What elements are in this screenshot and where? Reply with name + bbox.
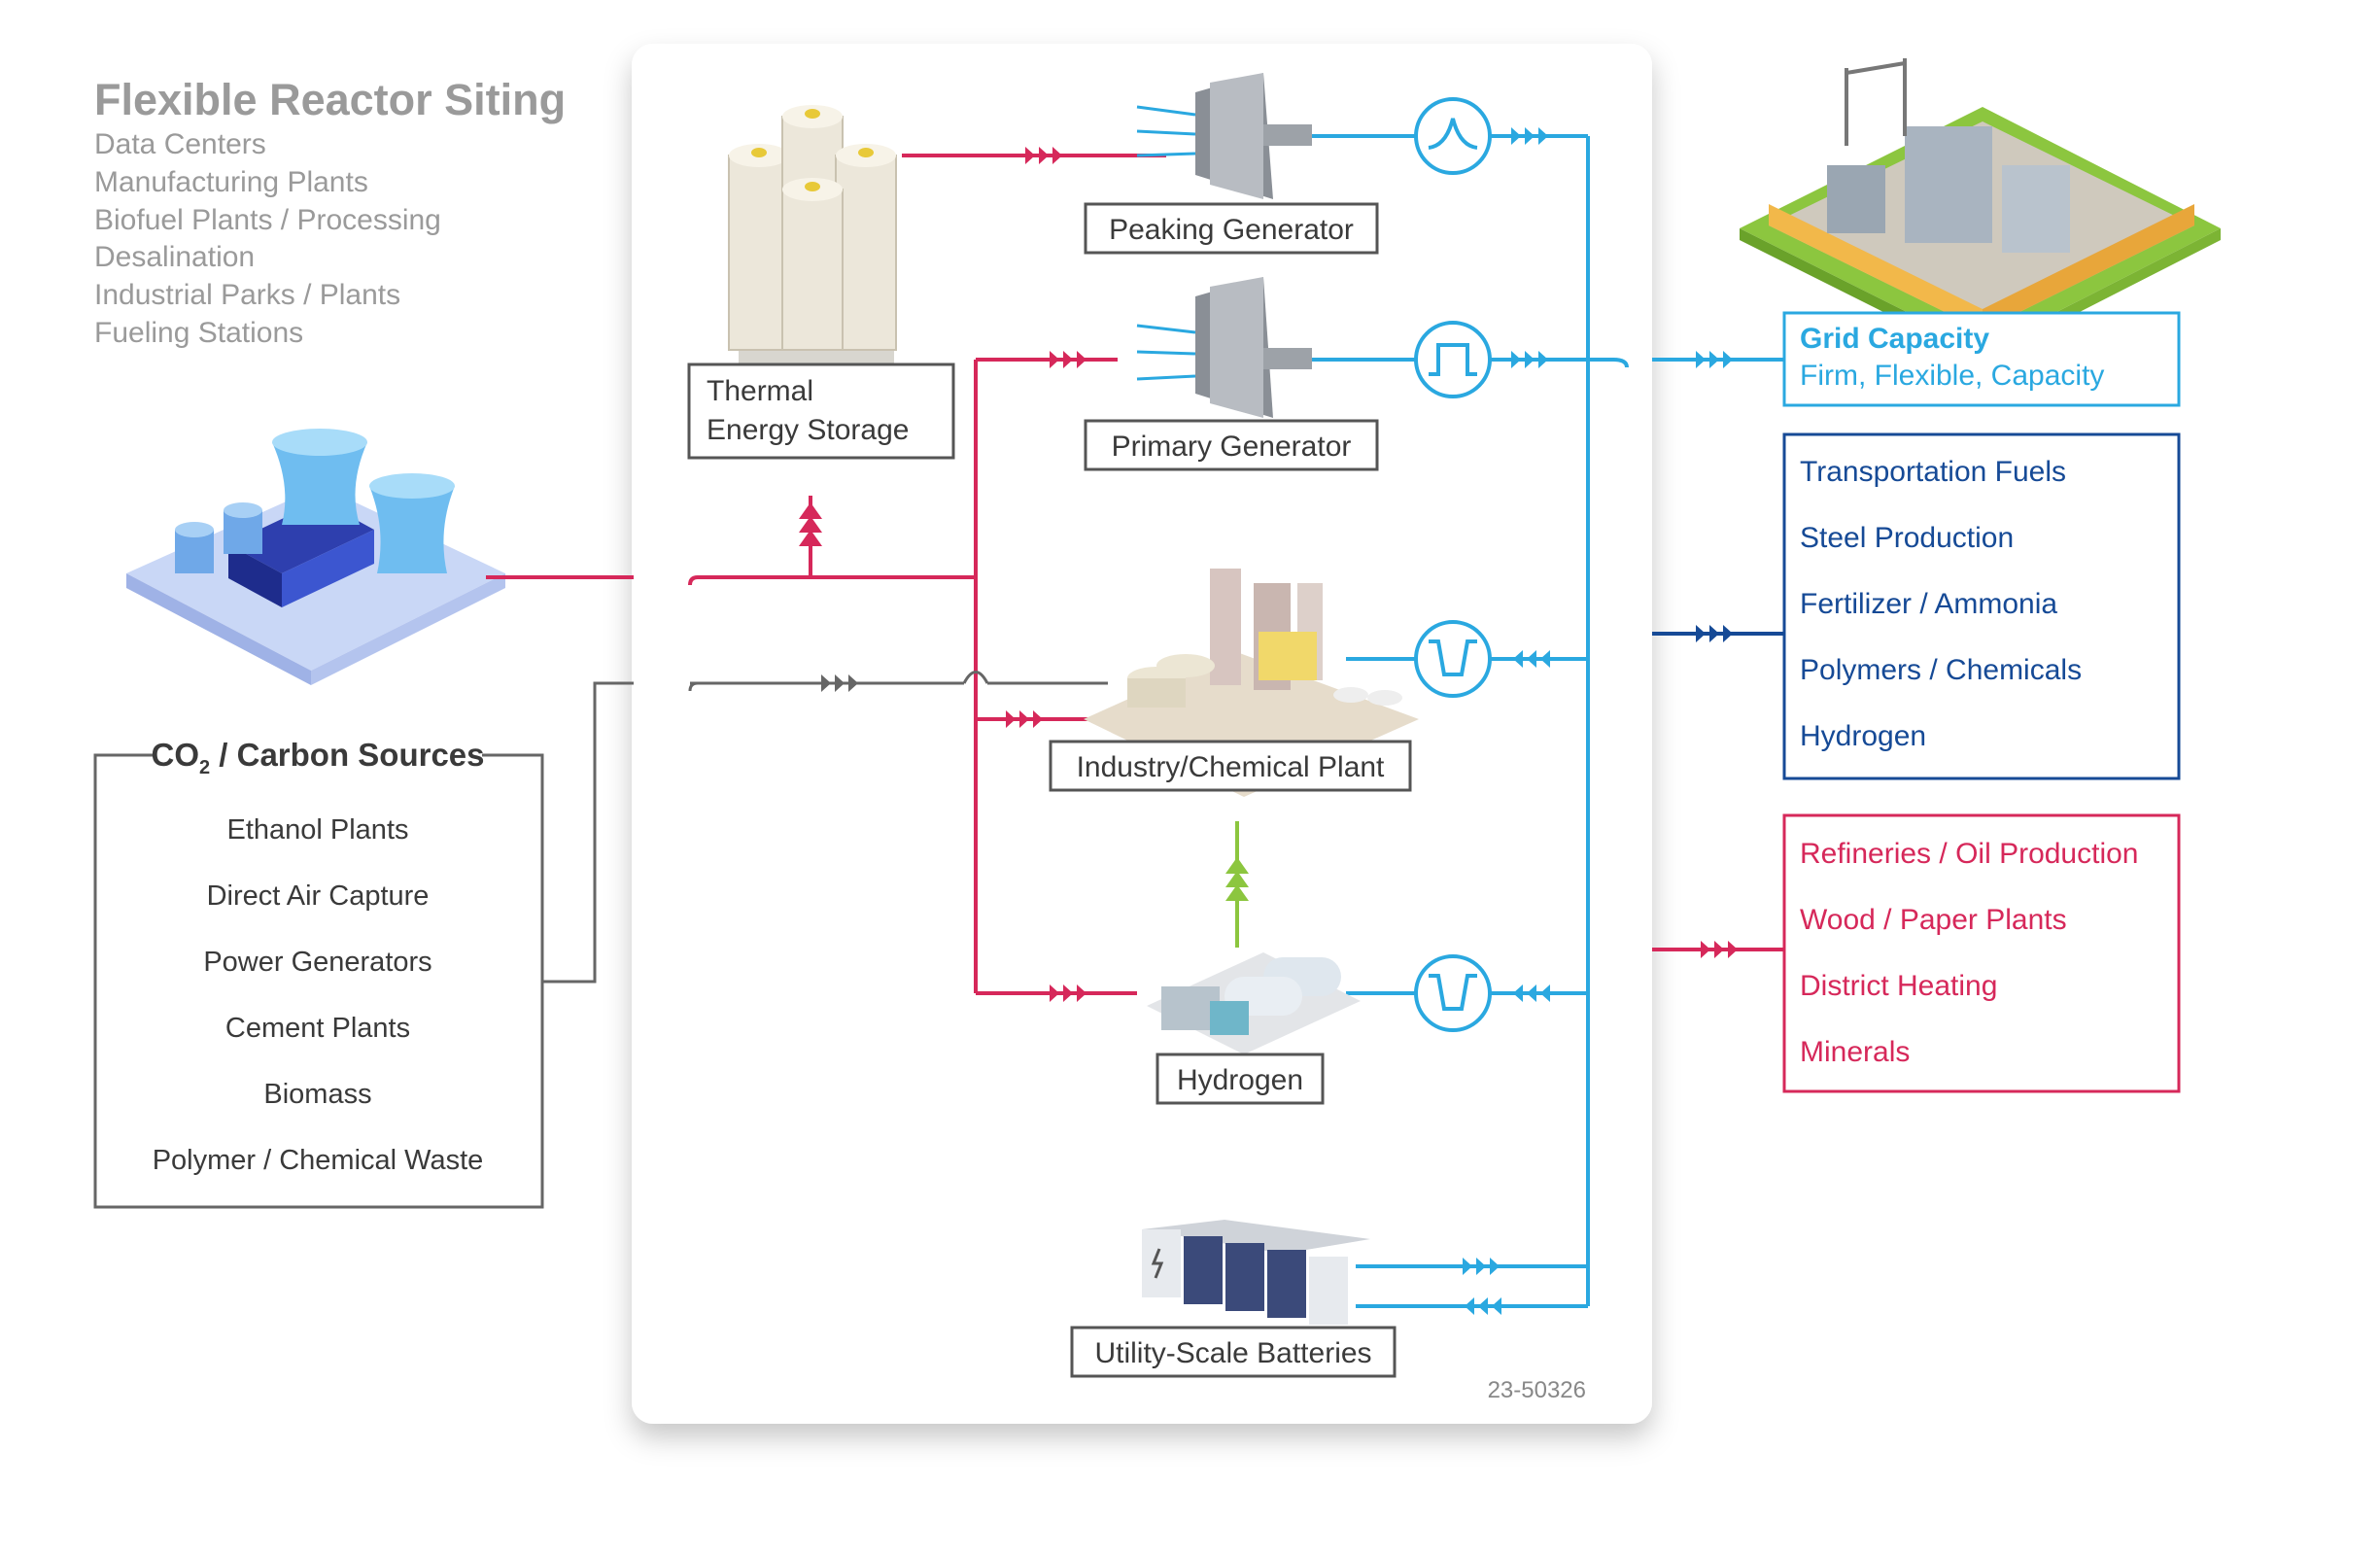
arrows-navy [1696,625,1733,642]
svg-text:Industry/Chemical Plant: Industry/Chemical Plant [1077,751,1385,783]
svg-text:Utility-Scale Batteries: Utility-Scale Batteries [1094,1337,1371,1369]
products-item: Fertilizer / Ammonia [1800,588,2057,620]
carbon-item: Cement Plants [225,1013,410,1044]
industry-plant-icon [1084,569,1419,797]
products-item: Hydrogen [1800,720,1926,752]
siting-item: Data Centers [94,128,266,160]
heat-item: Wood / Paper Plants [1800,904,2067,936]
hydrogen-label: Hydrogen [1156,1053,1325,1105]
thermal-storage-icon [728,105,897,369]
svg-text:Primary Generator: Primary Generator [1112,431,1352,463]
siting-item: Industrial Parks / Plants [94,279,400,311]
heat-item: Refineries / Oil Production [1800,838,2139,870]
svg-text:Energy Storage: Energy Storage [707,414,909,446]
arrows-green [1225,857,1249,901]
primary-turbine-icon [1136,277,1312,418]
peaking-generator-label: Peaking Generator [1084,202,1379,255]
carbon-title: CO2 / Carbon Sources [151,737,484,778]
products-item: Polymers / Chemicals [1800,654,2082,686]
thermal-storage-label: Thermal Energy Storage [687,363,955,460]
hydrogen-icon [1147,952,1361,1054]
siting-item: Fueling Stations [94,317,303,349]
siting-item: Desalination [94,241,255,273]
svg-text:Hydrogen: Hydrogen [1177,1064,1303,1096]
grid-title: Grid Capacity [1800,323,1989,355]
siting-item: Manufacturing Plants [94,166,368,198]
peaking-turbine-icon [1136,73,1312,199]
siting-list: Flexible Reactor Siting Data Centers Man… [94,75,566,349]
battery-icon [1142,1220,1370,1325]
peak-waveform-icon [1414,97,1492,175]
svg-text:Thermal: Thermal [707,375,813,407]
siting-item: Biofuel Plants / Processing [94,204,441,236]
trough-waveform-icon [1414,954,1492,1032]
heat-item: District Heating [1800,970,1997,1002]
square-waveform-icon [1414,321,1492,398]
svg-text:Peaking Generator: Peaking Generator [1109,214,1354,246]
products-item: Steel Production [1800,522,2014,554]
carbon-item: Direct Air Capture [207,881,430,912]
primary-generator-label: Primary Generator [1084,419,1379,471]
heat-users-box: Refineries / Oil Production Wood / Paper… [1782,813,2181,1093]
trough-waveform-icon [1414,620,1492,698]
siting-title: Flexible Reactor Siting [94,75,566,124]
reactor-icon [126,429,505,685]
arrows-red [799,147,1738,1002]
figure-id: 23-50326 [1488,1377,1586,1403]
carbon-sources-box: CO2 / Carbon Sources Ethanol Plants Dire… [93,737,544,1209]
grid-capacity-box: Grid Capacity Firm, Flexible, Capacity [1782,311,2181,407]
carbon-item: Polymer / Chemical Waste [153,1145,484,1176]
heat-item: Minerals [1800,1036,1910,1068]
grid-subtitle: Firm, Flexible, Capacity [1800,360,2104,392]
products-box: Transportation Fuels Steel Production Fe… [1782,432,2181,780]
carbon-item: Ethanol Plants [226,814,408,846]
products-item: Transportation Fuels [1800,456,2066,488]
industry-plant-label: Industry/Chemical Plant [1049,740,1412,792]
carbon-item: Power Generators [203,947,431,978]
carbon-item: Biomass [263,1079,371,1110]
batteries-label: Utility-Scale Batteries [1070,1326,1397,1378]
